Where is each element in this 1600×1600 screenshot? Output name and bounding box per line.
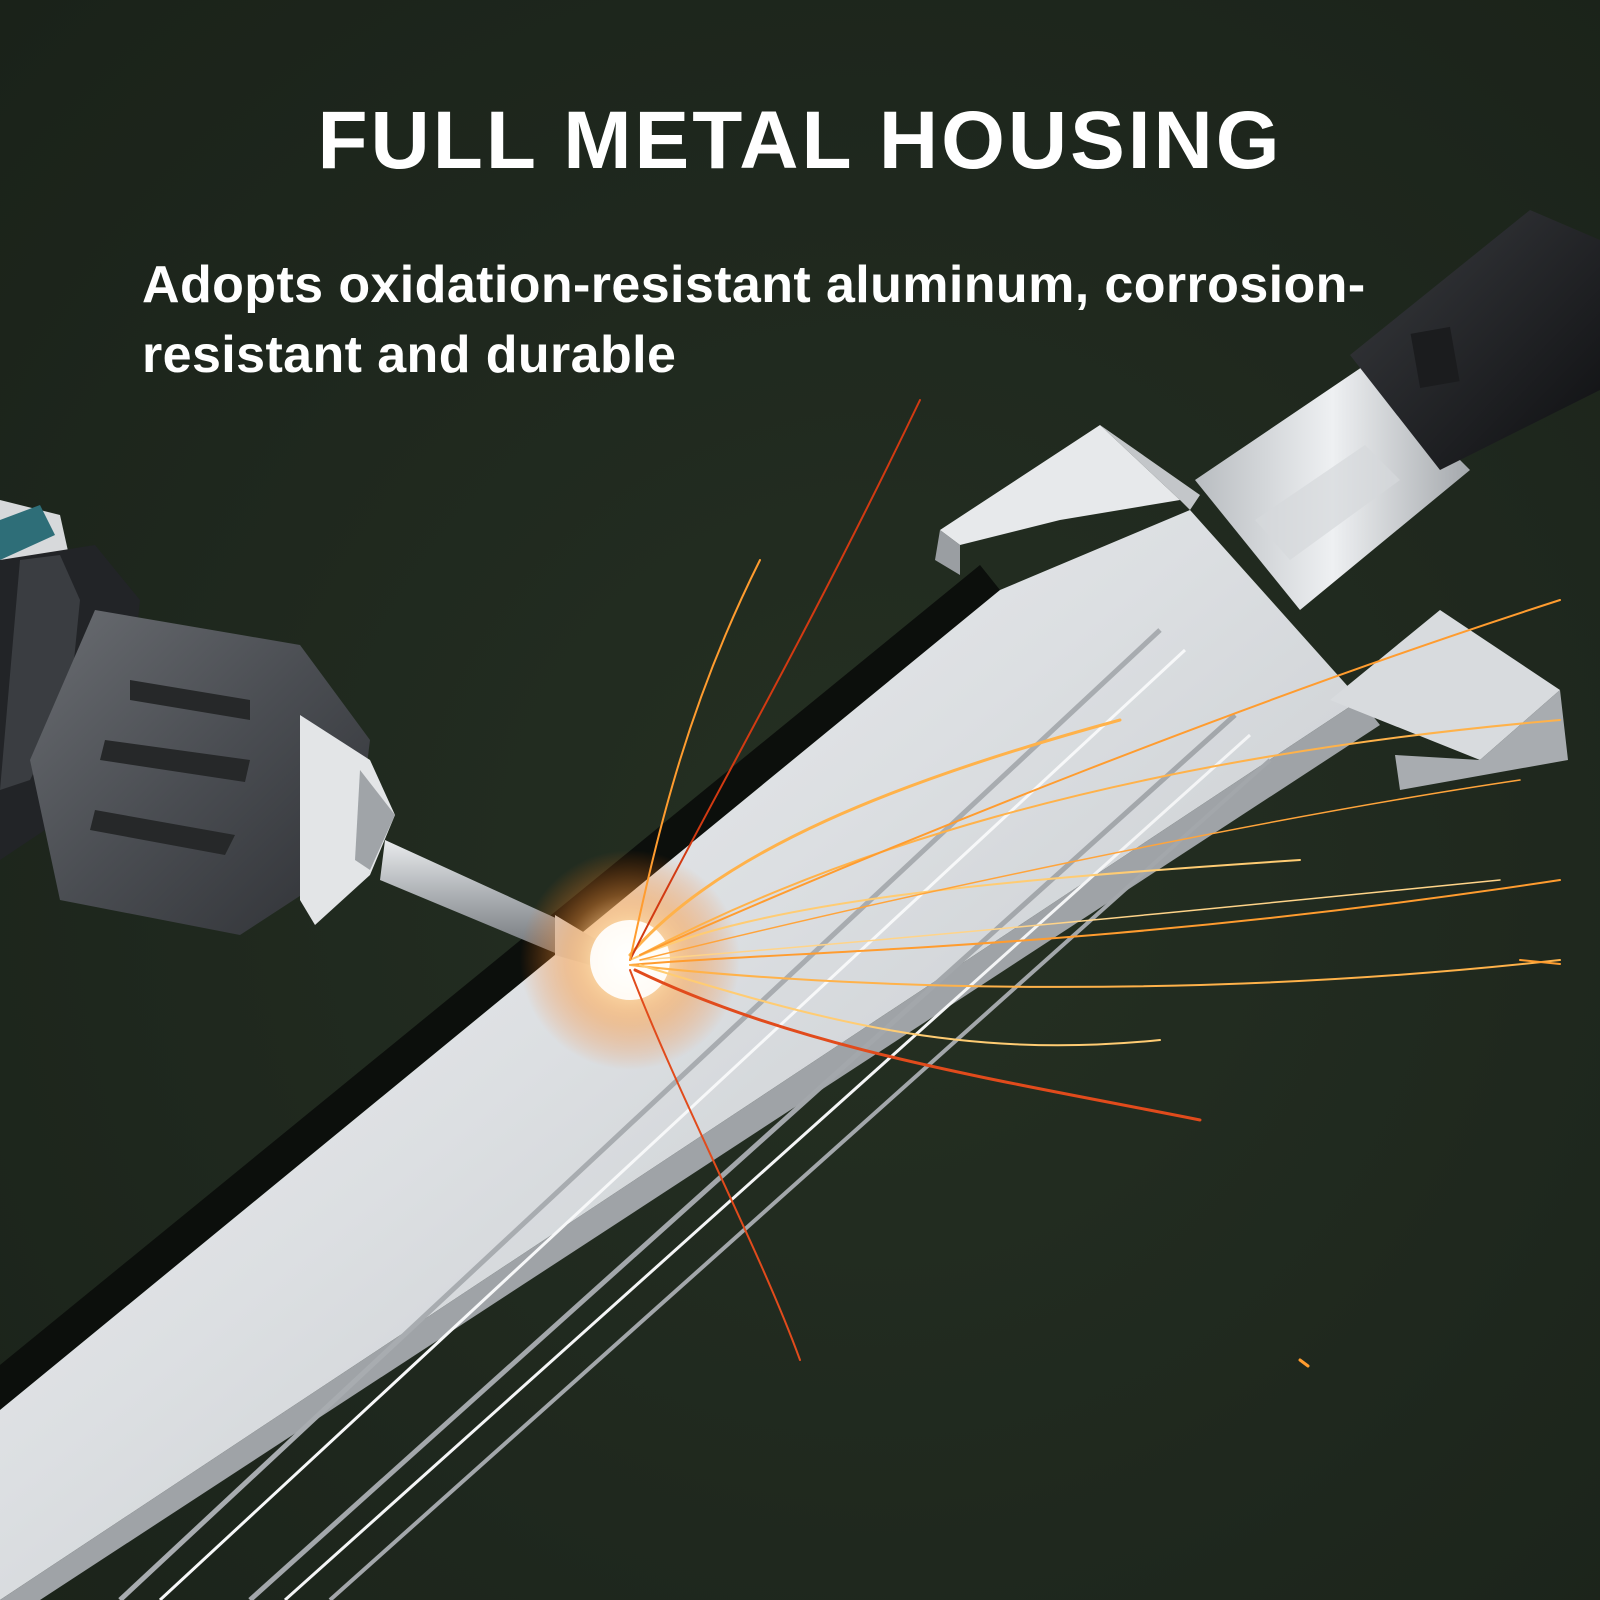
subline: Adopts oxidation-resistant aluminum, cor… [142,256,1366,384]
sparks-icon [520,399,1561,1368]
headline: FULL METAL HOUSING [317,95,1283,186]
drill-icon [0,500,630,975]
